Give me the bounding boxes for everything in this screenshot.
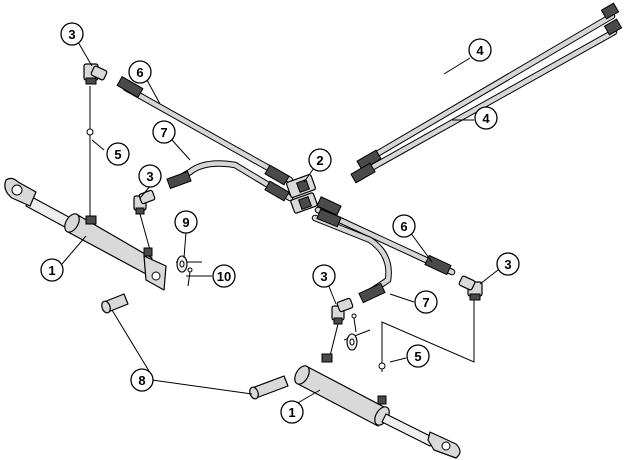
callout-label: 5 [114,147,121,162]
callout-3-top-left: 3 [60,22,84,46]
cylinder-right [294,353,461,459]
callout-label: 5 [414,349,421,364]
callout-label: 3 [320,269,327,284]
callout-7-upper: 7 [152,120,176,144]
callout-1-left: 1 [40,258,64,282]
callout-6-upper: 6 [128,60,152,84]
callout-label: 3 [504,257,511,272]
callout-1-right: 1 [280,400,304,424]
clevis-pin-right [249,375,289,400]
callout-leaders [61,41,499,405]
callout-label: 1 [288,405,295,420]
elbow-fitting-mid-left [133,189,156,215]
callout-8: 8 [130,368,154,392]
callout-4-lower: 4 [474,106,498,130]
hose-6-upper [116,75,294,186]
callout-7-lower: 7 [414,290,438,314]
callout-4-upper: 4 [468,38,492,62]
callout-label: 7 [422,295,429,310]
callout-10: 10 [212,264,236,288]
callout-label: 6 [400,219,407,234]
callout-label: 7 [160,125,167,140]
callout-label: 3 [146,169,153,184]
elbow-fitting-right [458,275,483,301]
cylinder-left [4,177,167,291]
callout-5-left: 5 [106,142,130,166]
callout-6-lower: 6 [392,214,416,238]
callout-label: 2 [316,153,323,168]
callout-2: 2 [308,148,332,172]
callout-label: 9 [182,215,189,230]
callout-3-mid-right: 3 [312,264,336,288]
callout-label: 4 [482,111,490,126]
callout-label: 4 [476,43,484,58]
callout-label: 6 [136,65,143,80]
cotter-pin-left [187,267,193,287]
hose-7-lower [311,208,392,304]
callout-label: 3 [68,27,75,42]
hose-7-upper [166,160,294,202]
callout-9: 9 [174,210,198,234]
callout-3-right: 3 [496,252,520,276]
elbow-fitting-mid-right [331,297,354,325]
clevis-pin-left [101,293,129,314]
long-hose-upper [356,2,620,171]
small-fittings [86,128,386,370]
callout-5-right: 5 [406,344,430,368]
callout-label: 1 [48,263,55,278]
callout-label: 8 [138,373,145,388]
washer-right [346,333,358,351]
elbow-fitting-top-left [83,63,108,85]
long-hose-lower [350,18,623,184]
tee-fitting [286,173,318,214]
washer-left [176,255,188,273]
callout-label: 10 [217,269,231,284]
callout-3-mid-left: 3 [138,164,162,188]
cotter-pin-right [351,313,357,333]
